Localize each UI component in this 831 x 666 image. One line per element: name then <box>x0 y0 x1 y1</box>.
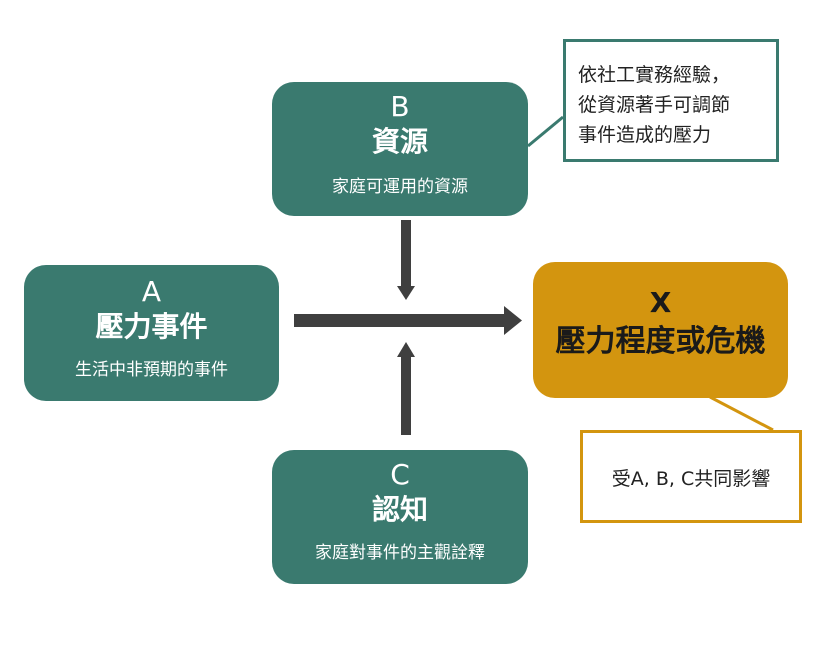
box-subtitle: 生活中非預期的事件 <box>75 360 228 380</box>
box-a-stress-event: A 壓力事件 生活中非預期的事件 <box>24 265 279 401</box>
arrow-c-up <box>397 342 415 435</box>
note-line: 從資源著手可調節 <box>578 94 731 116</box>
arrow-a-to-x <box>294 306 522 335</box>
box-letter: B <box>390 90 410 123</box>
box-title: 資源 <box>371 125 428 158</box>
note-resources: 依社工實務經驗， 從資源著手可調節 事件造成的壓力 <box>563 39 779 162</box>
box-letter: X <box>649 286 672 319</box>
box-letter: A <box>141 275 162 308</box>
box-c-perception: C 認知 家庭對事件的主觀詮釋 <box>272 450 528 584</box>
note-combined: 受A, B, C共同影響 <box>580 430 802 523</box>
note-line: 事件造成的壓力 <box>578 124 712 146</box>
note-line: 受A, B, C共同影響 <box>611 468 771 490</box>
box-title: 壓力事件 <box>95 310 208 343</box>
arrow-b-down <box>397 220 415 300</box>
box-x-crisis: X 壓力程度或危機 <box>533 262 788 398</box>
box-letter: C <box>390 458 410 491</box>
callout-line-resources <box>527 115 564 148</box>
box-subtitle: 家庭對事件的主觀詮釋 <box>315 543 485 563</box>
note-line: 依社工實務經驗， <box>578 64 731 86</box>
box-b-resources: B 資源 家庭可運用的資源 <box>272 82 528 216</box>
box-title: 壓力程度或危機 <box>555 324 766 359</box>
callout-line-combined <box>709 395 774 432</box>
box-title: 認知 <box>371 493 428 526</box>
box-subtitle: 家庭可運用的資源 <box>332 177 468 197</box>
